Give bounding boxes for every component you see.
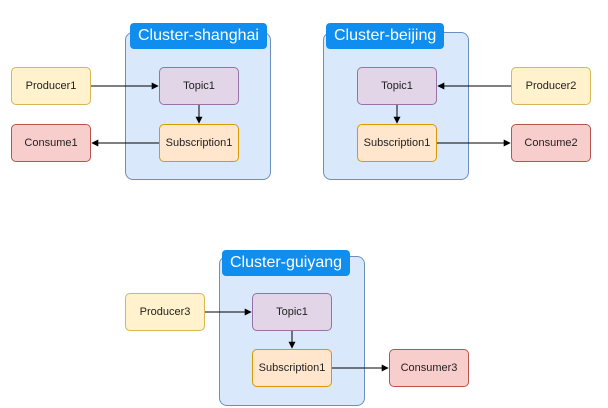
consumer-3: Consumer3: [389, 349, 469, 387]
consumer-2: Consume2: [511, 124, 591, 162]
cluster-shanghai-title: Cluster-shanghai: [130, 23, 267, 49]
producer-3: Producer3: [125, 293, 205, 331]
producer-1: Producer1: [11, 67, 91, 105]
guiyang-topic: Topic1: [252, 293, 332, 331]
cluster-guiyang-title: Cluster-guiyang: [222, 250, 351, 276]
consumer-1: Consume1: [11, 124, 91, 162]
guiyang-subscription: Subscription1: [252, 349, 332, 387]
cluster-beijing-title: Cluster-beijing: [326, 23, 445, 49]
shanghai-subscription: Subscription1: [159, 124, 239, 162]
beijing-topic: Topic1: [357, 67, 437, 105]
shanghai-topic: Topic1: [159, 67, 239, 105]
producer-2: Producer2: [511, 67, 591, 105]
beijing-subscription: Subscription1: [357, 124, 437, 162]
